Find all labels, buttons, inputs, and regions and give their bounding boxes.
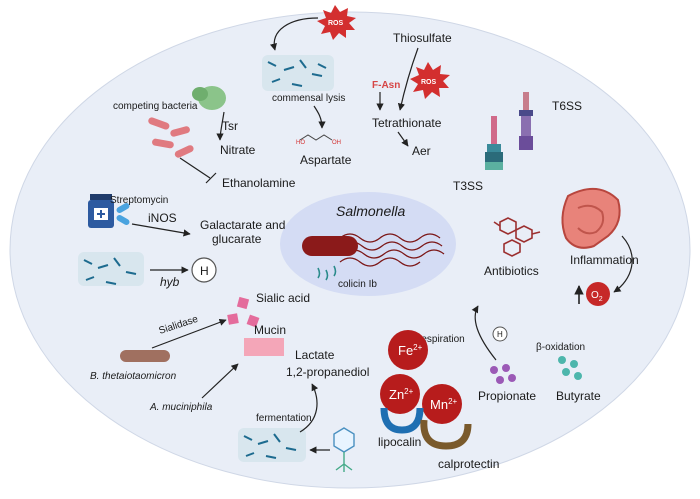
butyrate-icon <box>558 356 582 380</box>
tetrathionate-label: Tetrathionate <box>372 116 442 130</box>
zn-ion-icon <box>380 374 420 414</box>
propionate-icon <box>490 364 516 384</box>
mn-label: Mn2+ <box>430 397 458 412</box>
svg-text:HO: HO <box>296 140 305 146</box>
fe-ion-icon <box>388 330 428 370</box>
streptomycin-label: Streptomycin <box>110 195 168 206</box>
aer-label: Aer <box>412 144 431 158</box>
galactarate-label-2: glucarate <box>212 232 262 246</box>
salmonella-title: Salmonella <box>336 203 405 219</box>
t3ss-syringe-icon <box>485 116 503 170</box>
b-theta-label: B. thetaiotaomicron <box>90 371 177 382</box>
competing-bacteria-label: competing bacteria <box>113 101 198 112</box>
intestine-icon <box>561 188 621 249</box>
oxygen-label: O2 <box>591 290 603 303</box>
lactate-label: Lactate <box>295 348 335 362</box>
sialic-acid-label: Sialic acid <box>256 291 310 305</box>
mucin-label: Mucin <box>254 323 286 337</box>
calprotectin-label: calprotectin <box>438 457 499 471</box>
ros-burst-icon <box>317 5 356 40</box>
sialic-acid-icon <box>227 296 260 328</box>
ros-label-top: ROS <box>328 20 344 27</box>
arrow-ros-to-lysis <box>269 17 319 51</box>
t6ss-label: T6SS <box>552 99 582 113</box>
zn-label: Zn2+ <box>389 387 414 402</box>
f-asn-label: F-Asn <box>372 80 400 91</box>
salmonella-flagella <box>339 233 445 267</box>
b-theta-bacterium-icon <box>120 350 170 362</box>
inflammation-label: Inflammation <box>570 253 639 267</box>
arrow-fermentation-to-lactate <box>299 383 319 433</box>
arrow-sialidase <box>151 318 227 349</box>
respiration-label: respiration <box>418 334 465 345</box>
calprotectin-icon <box>420 419 472 450</box>
mn-ion-icon <box>422 384 462 424</box>
arrow-thiosulfate-to-tetrathionate <box>397 47 419 111</box>
commensal-lysis-label: commensal lysis <box>272 93 345 104</box>
lipocalin-label: lipocalin <box>378 435 421 449</box>
arrow-inos-to-galactarate <box>131 223 191 237</box>
arrow-lysis-to-aspartate <box>313 105 326 129</box>
propionate-label: Propionate <box>478 389 536 403</box>
a-muciniphila-label: A. muciniphila <box>149 402 213 413</box>
butyrate-label: Butyrate <box>556 389 601 403</box>
antibiotics-molecule-icon <box>493 217 541 257</box>
beta-oxidation-label: β-oxidation <box>536 342 585 353</box>
tsr-label: Tsr <box>222 119 238 133</box>
nitrate-label: Nitrate <box>220 143 256 157</box>
galactarate-label-1: Galactarate and <box>200 218 285 232</box>
oxygen-icon <box>586 282 610 306</box>
hydrogen-small-label: H <box>497 330 503 339</box>
hyb-label: hyb <box>160 275 180 289</box>
bacteria-cluster-icon <box>262 55 334 91</box>
salmonella-zone <box>280 192 456 296</box>
aspartate-structure-icon <box>299 134 333 141</box>
pill-bottle-icon <box>88 194 130 228</box>
hydrogen-icon <box>191 257 217 283</box>
arrow-respiration <box>471 305 497 361</box>
ros-burst-icon-right <box>410 62 450 99</box>
mucin-layer-icon <box>244 338 284 356</box>
ethanolamine-label: Ethanolamine <box>222 176 296 190</box>
inhibit-line-ethanolamine <box>179 157 217 184</box>
hydrogen-label: H <box>200 264 209 278</box>
arrow-inflammation-to-o2 <box>613 235 633 293</box>
propanediol-label: 1,2-propanediol <box>286 365 369 379</box>
lipocalin-icon <box>380 407 424 434</box>
aspartate-label: Aspartate <box>300 153 352 167</box>
ros-label-right: ROS <box>421 79 437 86</box>
fermentation-label: fermentation <box>256 413 312 424</box>
arrow-competing-to-nitrate <box>216 111 225 141</box>
competing-bacteria-icon <box>148 86 226 158</box>
t6ss-syringe-icon <box>519 92 533 150</box>
fe-label: Fe2+ <box>398 343 423 358</box>
arrow-tetrathionate-to-aer <box>397 131 409 147</box>
svg-text:OH: OH <box>332 140 341 146</box>
bacteria-cluster-icon-left <box>78 252 144 286</box>
salmonella-bacterium <box>302 236 358 256</box>
inos-label: iNOS <box>148 211 177 225</box>
bacteria-cluster-icon-bottom <box>238 428 306 462</box>
thiosulfate-label: Thiosulfate <box>393 31 452 45</box>
hydrogen-icon-small <box>492 326 508 342</box>
antibiotics-label: Antibiotics <box>484 264 539 278</box>
colicin-icon <box>317 265 337 281</box>
phage-icon <box>333 427 355 472</box>
colicin-label: colicin Ib <box>338 279 377 290</box>
t3ss-label: T3SS <box>453 179 483 193</box>
arrow-akkermansia <box>201 363 239 399</box>
